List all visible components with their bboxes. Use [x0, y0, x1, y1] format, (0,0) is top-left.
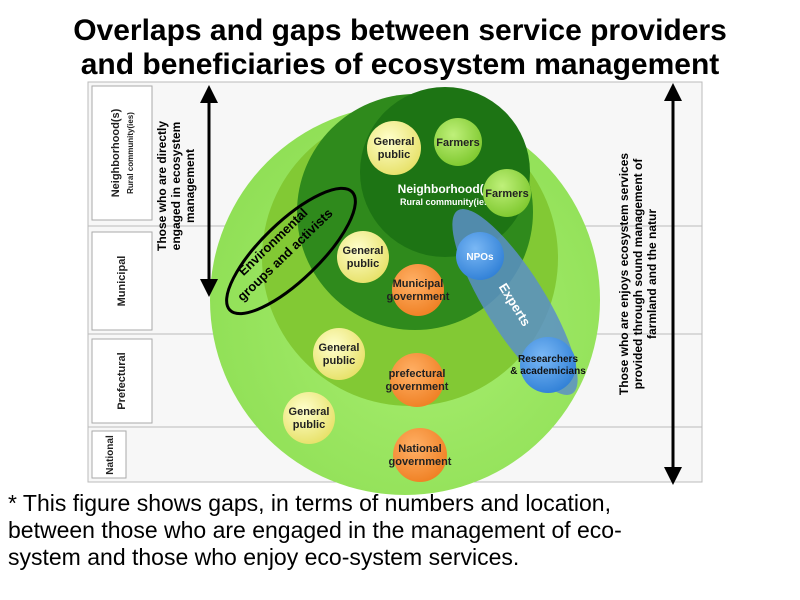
svg-text:public: public: [347, 258, 379, 270]
footnote-line-3: system and those who enjoy eco-system se…: [8, 544, 520, 570]
node-npos: NPOs: [456, 232, 504, 280]
svg-text:public: public: [378, 149, 410, 161]
title-line-2: and beneficiaries of ecosystem managemen…: [80, 48, 720, 81]
title-line-1: Overlaps and gaps between service provid…: [73, 14, 727, 47]
svg-text:Municipal: Municipal: [393, 278, 444, 290]
level-box-neighborhood: [91, 85, 153, 221]
level-label-national: National: [105, 435, 116, 475]
node-municipal-government: Municipal government: [387, 264, 450, 316]
left-arrow-label-line3: management: [183, 149, 197, 223]
node-national-government: National government: [389, 428, 452, 482]
node-general-public-3: General public: [313, 328, 365, 380]
svg-text:Farmers: Farmers: [436, 137, 479, 149]
svg-text:government: government: [387, 291, 450, 303]
level-labels: Neighborhood(s) Rural community(ies) Mun…: [91, 85, 153, 479]
level-box-national: [91, 430, 127, 479]
node-farmers-2: Farmers: [483, 169, 531, 217]
svg-text:NPOs: NPOs: [466, 252, 494, 263]
svg-text:General: General: [374, 136, 415, 148]
node-general-public-1: General public: [367, 121, 421, 175]
level-label-neighborhood-line2: Rural community(ies): [126, 112, 135, 194]
level-label-neighborhood-line1: Neighborhood(s): [110, 108, 122, 197]
svg-text:government: government: [389, 456, 452, 468]
right-arrow-label-line3: farmland and the natur: [645, 209, 659, 339]
node-farmers-1: Farmers: [434, 118, 482, 166]
svg-text:National: National: [398, 443, 441, 455]
node-general-public-4: General public: [283, 392, 335, 444]
node-researchers: Researchers & academicians: [510, 337, 586, 393]
environmental-groups-ellipse: [225, 186, 357, 316]
level-box-prefectural: [91, 338, 153, 424]
left-arrow-label-line2: engaged in ecosystem: [169, 122, 183, 251]
svg-text:Farmers: Farmers: [485, 188, 528, 200]
node-general-public-2: General public: [337, 231, 389, 283]
level-label-municipal: Municipal: [116, 256, 128, 307]
diagram-title: Overlaps and gaps between service provid…: [0, 14, 800, 82]
footnote-line-1: * This figure shows gaps, in terms of nu…: [8, 490, 611, 516]
footnote-line-2: between those who are engaged in the man…: [8, 517, 622, 543]
svg-text:& academicians: & academicians: [510, 366, 586, 377]
circle-label-neighborhood-line1: Neighborhood(s): [398, 182, 495, 196]
svg-text:public: public: [323, 355, 355, 367]
right-arrow-label-line2: provided through sound management of: [631, 158, 645, 390]
svg-text:Researchers: Researchers: [518, 354, 578, 365]
right-arrow-label-line1: Those who are enjoys ecosystem services: [617, 153, 631, 395]
level-box-municipal: [91, 231, 153, 331]
svg-text:General: General: [343, 245, 384, 257]
svg-text:prefectural: prefectural: [389, 368, 446, 380]
svg-text:General: General: [319, 342, 360, 354]
footnote: * This figure shows gaps, in terms of nu…: [8, 490, 793, 571]
svg-text:government: government: [386, 381, 449, 393]
level-label-prefectural: Prefectural: [116, 352, 128, 409]
left-arrow-label-line1: Those who are directly: [155, 121, 169, 251]
svg-text:public: public: [293, 419, 325, 431]
svg-text:General: General: [289, 406, 330, 418]
node-prefectural-government: prefectural government: [386, 353, 449, 407]
circle-label-neighborhood-line2: Rural community(ies): [400, 197, 492, 207]
